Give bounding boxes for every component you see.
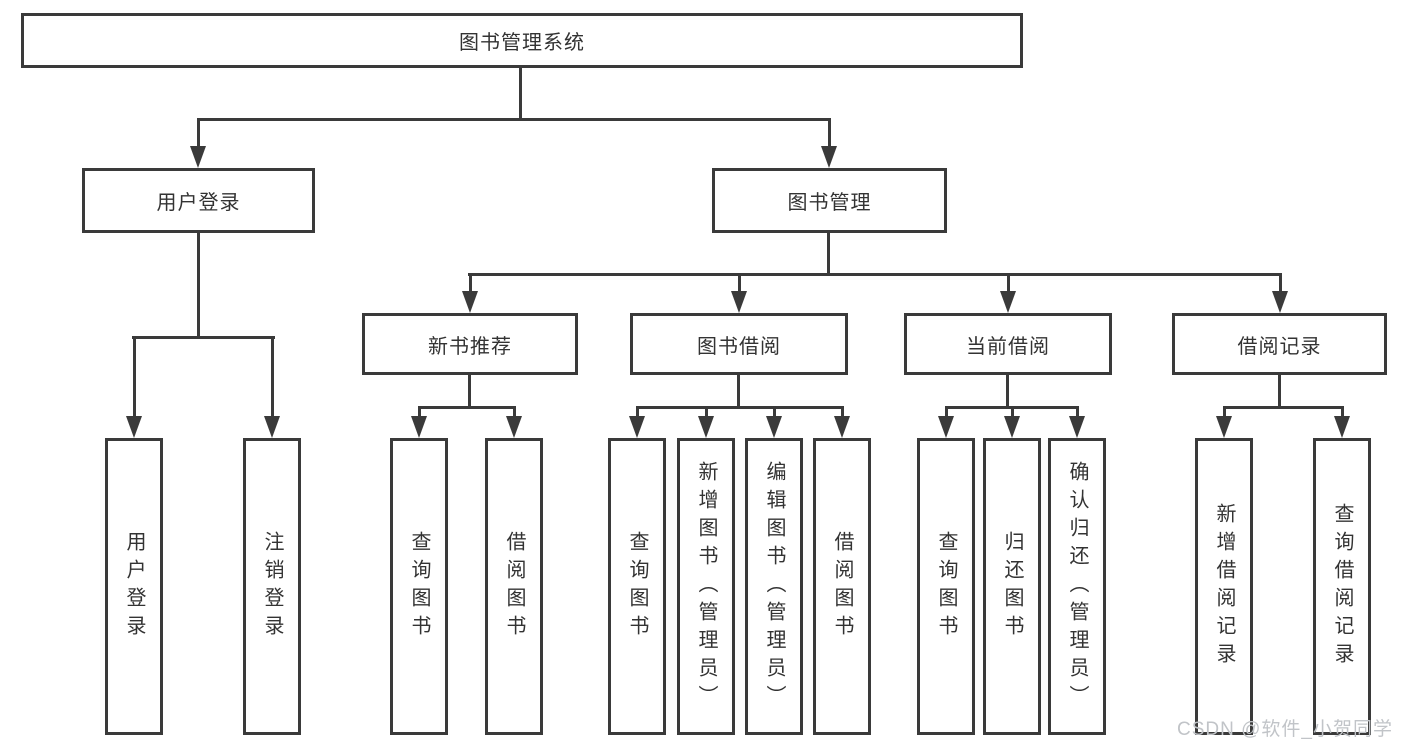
node-leaf-return-book: 归还图书 [983,438,1041,735]
node-label: 编辑图书（管理员） [763,460,785,713]
arrowhead-down-icon [506,416,522,438]
node-label: 借阅图书 [831,530,853,643]
node-borrow-record: 借阅记录 [1172,313,1387,375]
arrow-stem [513,406,516,418]
node-book-management: 图书管理 [712,168,947,233]
node-leaf-borrow-book: 借阅图书 [813,438,871,735]
node-label: 图书管理系统 [459,32,585,54]
node-label: 查询借阅记录 [1331,502,1353,671]
watermark-text: CSDN @软件_小贺同学 [1177,719,1393,740]
arrow-stem [1341,406,1344,418]
connector-line [197,233,200,336]
arrowhead-down-icon [834,416,850,438]
arrow-stem [841,406,844,418]
node-leaf-add-book-admin: 新增图书（管理员） [677,438,735,735]
arrow-stem [271,336,274,418]
arrow-stem [1076,406,1079,418]
arrow-stem [705,406,708,418]
connector-line [1223,406,1344,409]
node-leaf-query-book-borrow: 查询图书 [608,438,666,735]
arrow-stem [636,406,639,418]
arrowhead-down-icon [1069,416,1085,438]
arrow-stem [197,118,200,148]
connector-line [737,375,740,406]
node-label: 查询图书 [408,530,430,643]
node-new-book-recommend: 新书推荐 [362,313,578,375]
node-leaf-query-borrow-record: 查询借阅记录 [1313,438,1371,735]
arrow-stem [133,336,136,418]
arrowhead-down-icon [190,146,206,168]
connector-line [468,375,471,406]
node-label: 借阅图书 [503,530,525,643]
arrow-stem [1007,273,1010,293]
arrowhead-down-icon [731,291,747,313]
arrow-stem [418,406,421,418]
node-label: 归还图书 [1001,530,1023,643]
arrowhead-down-icon [126,416,142,438]
connector-line [468,273,1282,276]
arrowhead-down-icon [264,416,280,438]
arrowhead-down-icon [411,416,427,438]
connector-line [1278,375,1281,406]
node-label: 借阅记录 [1237,335,1322,358]
node-leaf-logout-login: 注销登录 [243,438,301,735]
connector-line [1006,375,1009,406]
arrowhead-down-icon [938,416,954,438]
connector-line [197,118,831,121]
node-label: 新书推荐 [428,335,512,358]
node-leaf-edit-book-admin: 编辑图书（管理员） [745,438,803,735]
node-label: 用户登录 [123,530,145,643]
node-current-borrow: 当前借阅 [904,313,1112,375]
node-label: 图书管理 [787,192,872,214]
node-label: 查询图书 [935,530,957,643]
arrowhead-down-icon [1000,291,1016,313]
arrow-stem [738,273,741,293]
arrow-stem [1279,273,1282,293]
node-label: 图书借阅 [697,335,781,358]
node-label: 新增借阅记录 [1213,502,1235,671]
node-leaf-add-borrow-record: 新增借阅记录 [1195,438,1253,735]
node-user-login: 用户登录 [82,168,315,233]
node-label: 当前借阅 [966,335,1050,358]
arrowhead-down-icon [766,416,782,438]
arrow-stem [828,118,831,148]
arrow-stem [469,273,472,293]
node-label: 注销登录 [261,530,283,643]
node-label: 确认归还（管理员） [1066,460,1088,713]
node-label: 新增图书（管理员） [695,460,717,713]
arrowhead-down-icon [462,291,478,313]
arrowhead-down-icon [821,146,837,168]
arrowhead-down-icon [1272,291,1288,313]
arrowhead-down-icon [1004,416,1020,438]
node-book-borrow: 图书借阅 [630,313,848,375]
arrowhead-down-icon [698,416,714,438]
node-leaf-borrow-book-recommend: 借阅图书 [485,438,543,735]
node-leaf-confirm-return-admin: 确认归还（管理员） [1048,438,1106,735]
node-leaf-query-book-current: 查询图书 [917,438,975,735]
node-leaf-query-book-recommend: 查询图书 [390,438,448,735]
arrowhead-down-icon [1216,416,1232,438]
arrowhead-down-icon [629,416,645,438]
connector-line [519,68,522,118]
arrow-stem [1011,406,1014,418]
node-label: 用户登录 [156,192,241,214]
arrow-stem [773,406,776,418]
node-leaf-user-login: 用户登录 [105,438,163,735]
connector-line [827,233,830,273]
connector-line [636,406,844,409]
node-label: 查询图书 [626,530,648,643]
arrowhead-down-icon [1334,416,1350,438]
connector-line [418,406,516,409]
connector-line [132,336,275,339]
arrow-stem [945,406,948,418]
node-library-management-system: 图书管理系统 [21,13,1023,68]
arrow-stem [1223,406,1226,418]
